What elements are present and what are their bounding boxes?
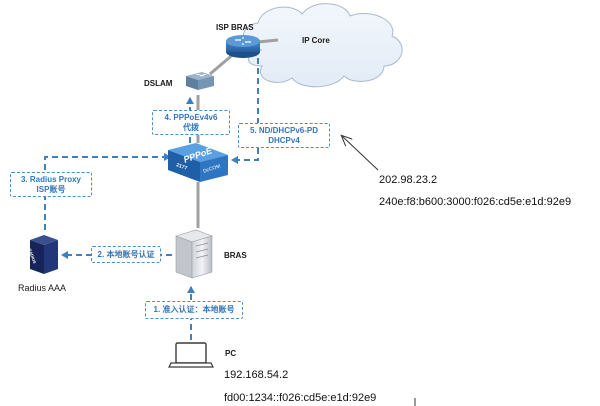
step5-line2: DHCPv4 [268,135,300,145]
bras-label: BRAS [224,251,247,260]
step3-tag: 3. Radius Proxy ISP账号 [10,172,92,197]
public-ipv4: 202.98.23.2 [379,174,438,186]
step3-line2: ISP账号 [36,184,66,194]
isp-bras-label: ISP BRAS [216,23,254,32]
step3-line1: 3. Radius Proxy [20,175,82,185]
pc-label: PC [225,349,237,358]
radius-aaa-server-icon [30,235,58,274]
link-isp-bras-core [257,38,279,44]
step2-text: 2. 本地账号认证 [97,249,155,259]
arrow-step3 [44,153,171,230]
step4-tag: 4. PPPoEv4v6 代拨 [152,110,230,135]
step1-tag: 1. 准入认证：本地账号 [145,301,243,319]
ip-core-label: IP Core [302,36,330,45]
dslam-icon [186,72,214,90]
bras-server-icon [175,229,213,279]
step5-tag: 5. ND/DHCPv6-PD DHCPv4 [238,123,330,148]
callout-public-address [342,136,379,171]
step4-line2: 代拨 [183,122,199,132]
isp-bras-router-icon [226,35,260,58]
step1-text: 1. 准入认证：本地账号 [153,305,235,315]
pc-ipv4: 192.168.54.2 [224,369,289,381]
step2-tag: 2. 本地账号认证 [91,246,161,263]
pc-ipv6: fd00:1234::f026:cd5e:e1d:92e9 [224,392,377,404]
ip-core-cloud-icon [242,3,403,88]
step5-line1: 5. ND/DHCPv6-PD [249,126,318,136]
step4-line1: 4. PPPoEv4v6 [164,113,218,123]
pc-laptop-icon [168,342,214,368]
arrow-step5 [231,58,259,164]
public-ipv6: 240e:f8:b600:3000:f026:cd5e:e1d:92e9 [379,196,572,208]
dslam-label: DSLAM [144,79,173,88]
radius-aaa-label: Radius AAA [18,283,67,293]
pppoe-device-icon [168,143,228,182]
